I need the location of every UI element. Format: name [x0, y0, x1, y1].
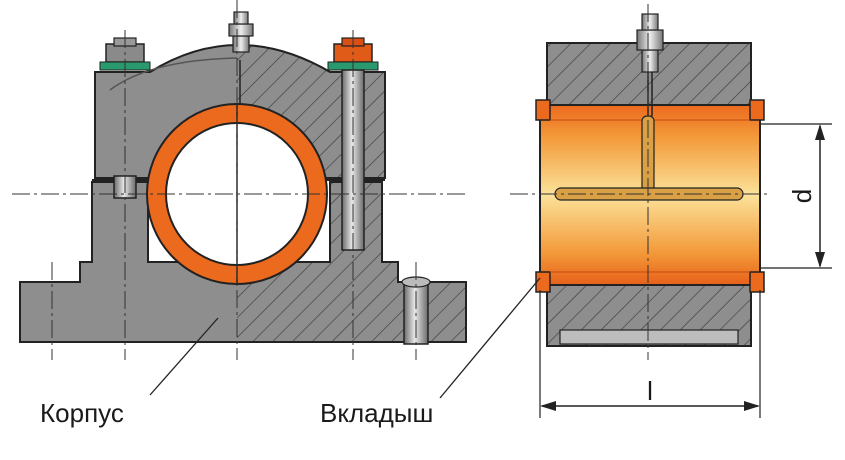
grease-nipple-side [636, 13, 664, 73]
label-length: l [647, 376, 653, 406]
leader-housing [149, 317, 219, 396]
liner-side-view [510, 4, 770, 360]
liner-flange-left-bottom [535, 271, 551, 293]
dimension-l: l [539, 290, 761, 418]
liner-flange-left-top [535, 99, 551, 121]
grease-nipple-front [228, 11, 254, 53]
liner-flange-right-bottom [749, 271, 765, 293]
label-liner: Вкладыш [320, 398, 433, 428]
label-diameter: d [787, 189, 817, 203]
label-housing: Корпус [40, 398, 124, 428]
housing-front-view [12, 0, 467, 360]
dimension-d: d [760, 123, 832, 269]
liner-flange-right-top [749, 99, 765, 121]
leader-liner [439, 277, 541, 399]
